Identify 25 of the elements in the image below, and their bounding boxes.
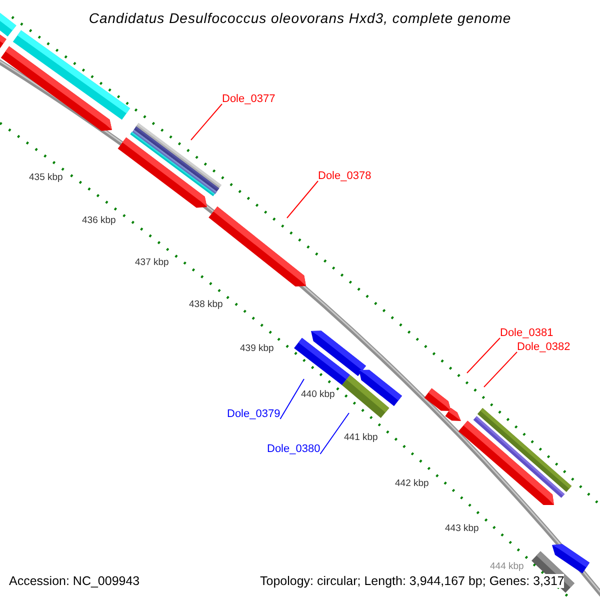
- genome-summary-text: Topology: circular; Length: 3,944,167 bp; Genes: 3,317: [260, 574, 564, 588]
- map-title: Candidatus Desulfococcus oleovorans Hxd3, complete genome: [88, 9, 512, 28]
- gene-label: Dole_0377: [222, 93, 276, 106]
- gene-label: Dole_0379: [227, 408, 280, 421]
- leader-line: [280, 378, 304, 420]
- gene-label: Dole_0378: [318, 170, 372, 183]
- scale-label: 435 kbp: [29, 171, 63, 185]
- gene-label: Dole_0380: [267, 443, 320, 456]
- scale-label: 440 kbp: [301, 388, 335, 402]
- leader-line: [320, 412, 350, 454]
- scale-label: 444 kbp: [490, 560, 524, 574]
- leader-line: [484, 352, 518, 388]
- scale-label: 442 kbp: [395, 477, 429, 491]
- gene-label: Dole_0381: [500, 327, 554, 340]
- accession-text: Accession: NC_009943: [9, 574, 140, 588]
- scale-label: 437 kbp: [135, 256, 169, 270]
- leader-line: [466, 338, 500, 374]
- scale-label: 436 kbp: [82, 214, 116, 228]
- scale-label: 439 kbp: [240, 342, 274, 356]
- scale-label: 438 kbp: [189, 298, 223, 312]
- leader-line: [286, 180, 318, 218]
- gene-label: Dole_0382: [517, 341, 570, 354]
- leader-line: [190, 104, 222, 140]
- scale-label: 443 kbp: [445, 522, 479, 536]
- scale-label: 441 kbp: [344, 431, 378, 445]
